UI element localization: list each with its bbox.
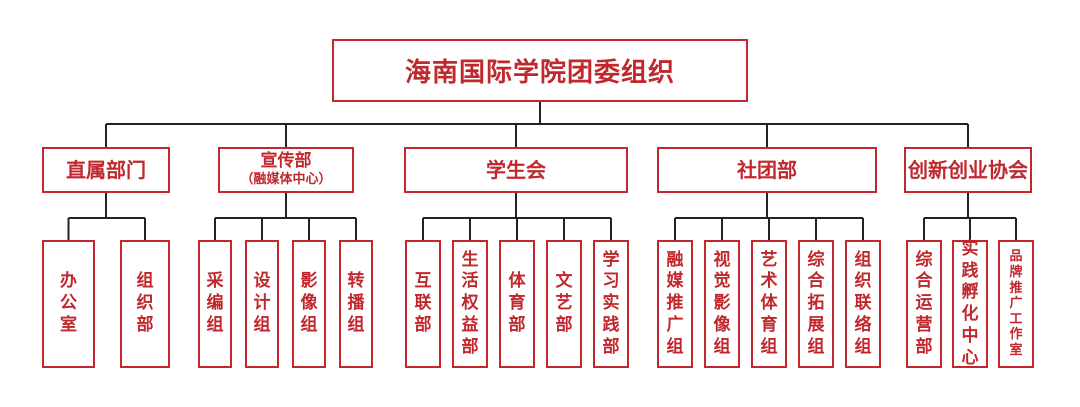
unit-name: 设计组 (253, 271, 271, 335)
unit-name: 互联部 (414, 271, 432, 335)
unit-name: 体育部 (508, 271, 526, 335)
unit-name: 艺术体育组 (760, 249, 778, 357)
unit-name: 学习实践部 (602, 249, 620, 357)
unit-node: 转播组 (339, 240, 373, 368)
department-node: 宣传部（融媒体中心） (218, 147, 354, 193)
unit-node: 影像组 (292, 240, 326, 368)
unit-node: 融媒推广组 (657, 240, 693, 368)
unit-node: 生活权益部 (452, 240, 488, 368)
unit-name: 影像组 (300, 271, 318, 335)
unit-node: 综合拓展组 (798, 240, 834, 368)
unit-name: 组织联络组 (854, 249, 872, 357)
department-node: 学生会 (404, 147, 628, 193)
unit-node: 体育部 (499, 240, 535, 368)
unit-node: 设计组 (245, 240, 279, 368)
unit-name: 转播组 (347, 271, 365, 335)
unit-name: 综合运营部 (915, 249, 933, 357)
unit-name: 综合拓展组 (807, 249, 825, 357)
unit-name: 生活权益部 (461, 249, 479, 357)
unit-node: 组织部 (120, 240, 170, 368)
unit-node: 组织联络组 (845, 240, 881, 368)
department-name: 直属部门 (66, 157, 146, 182)
department-node: 直属部门 (42, 147, 170, 193)
unit-name: 融媒推广组 (666, 249, 684, 357)
unit-node: 艺术体育组 (751, 240, 787, 368)
department-subtitle: （融媒体中心） (240, 171, 332, 187)
unit-node: 视觉影像组 (704, 240, 740, 368)
department-name: 学生会 (486, 157, 546, 182)
department-name: 社团部 (737, 157, 797, 182)
department-node: 创新创业协会 (904, 147, 1032, 193)
department-node: 社团部 (657, 147, 877, 193)
department-name: 创新创业协会 (908, 157, 1028, 182)
unit-node: 办公室 (42, 240, 95, 368)
root-node: 海南国际学院团委组织 (332, 39, 748, 102)
unit-node: 品牌推广工作室 (998, 240, 1034, 368)
unit-node: 文艺部 (546, 240, 582, 368)
unit-name: 文艺部 (555, 271, 573, 335)
unit-name: 视觉影像组 (713, 249, 731, 357)
unit-name: 采编组 (206, 271, 224, 335)
unit-name: 品牌推广工作室 (1009, 249, 1023, 358)
unit-name: 办公室 (60, 271, 77, 335)
unit-name: 实践孵化中心 (961, 238, 979, 368)
unit-node: 采编组 (198, 240, 232, 368)
unit-node: 综合运营部 (906, 240, 942, 368)
unit-node: 互联部 (405, 240, 441, 368)
unit-name: 组织部 (136, 271, 154, 335)
department-name: 宣传部 (260, 151, 312, 172)
unit-node: 实践孵化中心 (952, 238, 988, 368)
unit-node: 学习实践部 (593, 240, 629, 368)
